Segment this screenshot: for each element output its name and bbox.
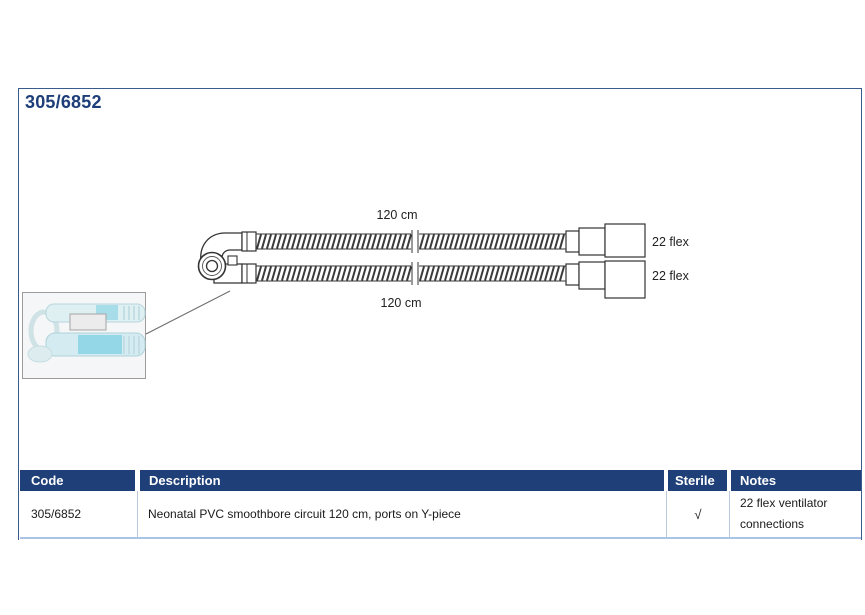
y-piece-patient-port-ring xyxy=(202,256,222,276)
y-piece xyxy=(197,232,243,284)
y-piece-patient-port-inner xyxy=(205,259,219,273)
cell-notes: 22 flex ventilator connections xyxy=(729,491,861,537)
top-tube-left-cuff xyxy=(241,231,257,252)
cell-description: Neonatal PVC smoothbore circuit 120 cm, … xyxy=(137,491,666,537)
inset-callout-line xyxy=(145,290,231,335)
column-header-description: Description xyxy=(140,470,664,491)
inset-tube-ribs xyxy=(123,306,140,354)
bottom-tube-corrugation xyxy=(256,266,565,281)
bottom-tube-left-cuff xyxy=(241,263,257,284)
top-connector-label: 22 flex xyxy=(652,235,690,249)
bottom-tube-outline xyxy=(256,265,566,282)
top-connector-22-flex xyxy=(604,223,646,258)
y-piece-side-port xyxy=(227,255,238,266)
bottom-connector-22-flex xyxy=(604,260,646,299)
top-connector-sleeve xyxy=(578,227,606,256)
inset-port-cap xyxy=(69,313,107,331)
inset-lower-fitting xyxy=(78,335,122,354)
product-table: Code Description Sterile Notes 305/6852 … xyxy=(20,470,861,539)
top-tube-outline xyxy=(256,233,566,250)
top-tube-corrugation xyxy=(256,234,565,249)
top-tube-length-label: 120 cm xyxy=(377,208,418,222)
breathing-circuit-diagram: 120 cm 120 cm 22 flex 22 flex xyxy=(22,208,690,379)
top-tube-right-cuff xyxy=(565,230,580,253)
table-row: 305/6852 Neonatal PVC smoothbore circuit… xyxy=(20,491,861,539)
bottom-tube-length-label: 120 cm xyxy=(381,296,422,310)
product-panel xyxy=(18,88,862,540)
table-header-row: Code Description Sterile Notes xyxy=(20,470,861,491)
bottom-tube xyxy=(241,260,646,299)
bottom-connector-label: 22 flex xyxy=(652,269,690,283)
cell-sterile-check: √ xyxy=(666,491,729,537)
column-header-sterile: Sterile xyxy=(668,470,727,491)
page-title: 305/6852 xyxy=(25,92,102,112)
y-piece-photo-inset xyxy=(22,292,146,379)
column-header-notes: Notes xyxy=(731,470,861,491)
column-header-code: Code xyxy=(20,470,135,491)
bottom-connector-sleeve xyxy=(578,261,606,290)
top-tube xyxy=(241,223,646,258)
cell-code: 305/6852 xyxy=(31,506,82,521)
inset-lower-loop xyxy=(27,345,53,363)
bottom-tube-right-cuff xyxy=(565,263,580,286)
